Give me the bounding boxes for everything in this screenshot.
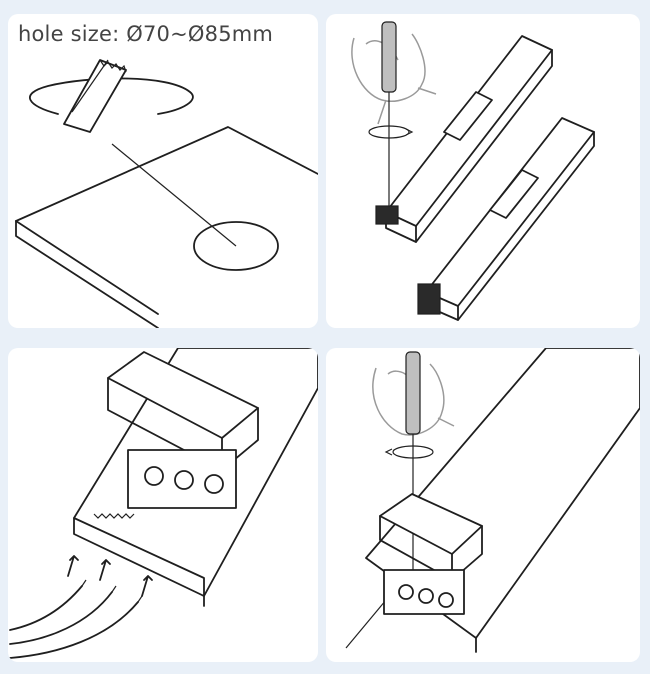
open-cover-illustration xyxy=(351,21,595,321)
insert-arrow-icon xyxy=(67,555,153,597)
step-close-cover-panel xyxy=(326,348,640,662)
close-cover-illustration xyxy=(345,348,640,653)
mains-cable xyxy=(9,579,143,659)
driver-body-lower xyxy=(417,117,595,321)
saw-icon xyxy=(63,59,127,133)
step-open-cover-panel xyxy=(326,14,640,328)
step-wiring-panel xyxy=(8,348,318,662)
ceiling-board-top xyxy=(15,126,318,222)
cut-hole-illustration xyxy=(15,59,318,328)
cut-hole xyxy=(193,221,279,271)
wiring-illustration xyxy=(9,348,318,659)
driver-body-upper xyxy=(375,35,553,243)
driver-housing xyxy=(365,348,640,639)
hole-size-caption: hole size: Ø70~Ø85mm xyxy=(18,22,274,46)
step-cut-hole-panel: hole size: Ø70~Ø85mm xyxy=(8,14,318,328)
terminal-block xyxy=(383,569,465,615)
terminal-block xyxy=(73,449,237,597)
hand-with-screwdriver-icon xyxy=(351,21,437,224)
